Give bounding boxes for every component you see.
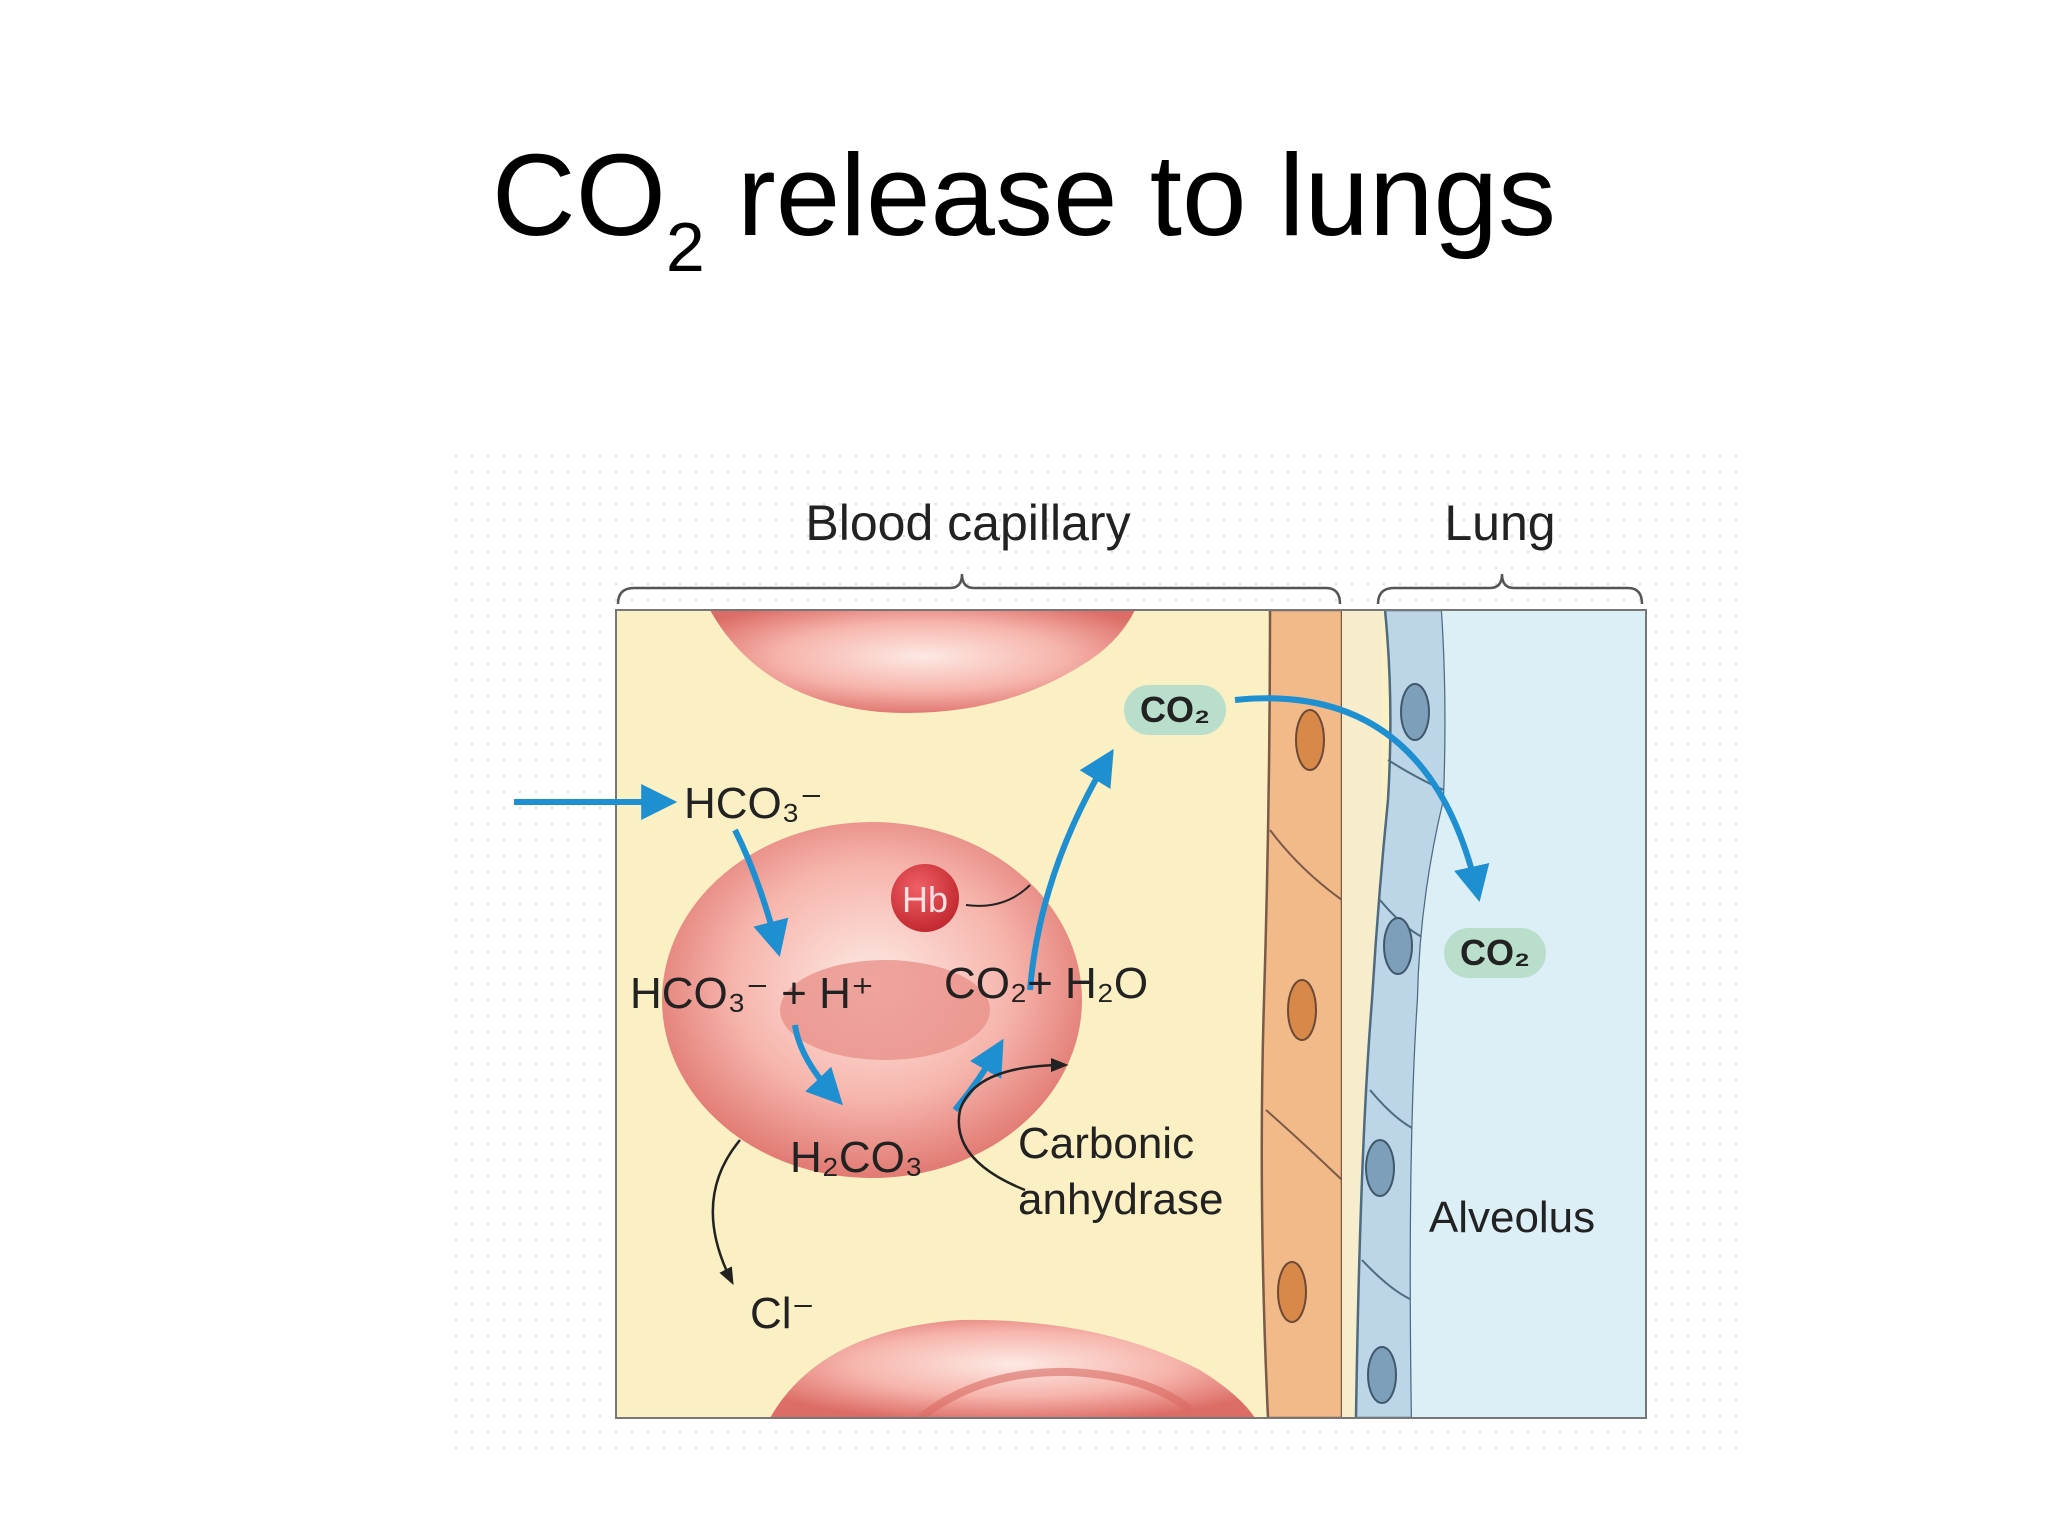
alveolar-nucleus-3 [1365, 1139, 1395, 1197]
capillary-nucleus-1 [1295, 709, 1325, 771]
arrow-hco3-into-cell [732, 828, 789, 957]
capillary-wall-joint-2 [1265, 1109, 1343, 1181]
red-blood-cell-top [710, 610, 1135, 713]
alveolar-nucleus-1 [1400, 683, 1430, 741]
arrow-chloride-shift [711, 1139, 741, 1286]
label-anhydrase: anhydrase [1018, 1175, 1223, 1224]
alveolar-wall-joint-3 [1369, 1089, 1417, 1131]
label-co2-capillary: CO₂ [1140, 689, 1210, 730]
alveolar-wall-joint-4 [1361, 1259, 1413, 1301]
rbc-center-pallor [780, 960, 990, 1060]
brace-lung [1376, 573, 1644, 605]
slide-title: CO2 release to lungs [0, 120, 2048, 286]
arrow-co2-to-alveolus [1234, 695, 1490, 903]
hemoglobin-circle [891, 864, 959, 932]
label-h2co3: H₂CO₃ [790, 1133, 923, 1182]
title-subscript: 2 [665, 208, 705, 286]
alveolar-nucleus-2 [1383, 917, 1413, 975]
label-reaction-left: HCO₃⁻ + H⁺ [630, 969, 874, 1018]
label-hco3-inflow: HCO₃⁻ [684, 779, 823, 828]
label-chloride: Cl⁻ [750, 1289, 815, 1338]
brace-blood-capillary [616, 573, 1342, 605]
label-alveolus: Alveolus [1429, 1193, 1595, 1242]
alveolar-nucleus-4 [1367, 1346, 1397, 1404]
panel-border [615, 609, 1647, 1419]
title-rest: release to lungs [704, 130, 1557, 260]
title-main: CO [491, 130, 666, 260]
label-hemoglobin: Hb [902, 879, 948, 920]
rbc-bottom-inner [917, 1367, 1193, 1418]
label-blood-capillary: Blood capillary [805, 495, 1130, 551]
capillary-nucleus-2 [1287, 979, 1317, 1041]
hemoglobin-link [965, 884, 1031, 907]
arrow-carbonic-anhydrase [957, 1058, 1069, 1192]
label-co2-alveolus: CO₂ [1460, 932, 1530, 973]
arrow-to-h2co3 [792, 1024, 843, 1106]
label-lung: Lung [1444, 495, 1555, 551]
capillary-wall-joint-1 [1269, 829, 1343, 901]
red-blood-cell-bottom [770, 1319, 1255, 1418]
capillary-nucleus-3 [1277, 1261, 1307, 1323]
label-reaction-right: CO₂+ H₂O [944, 959, 1148, 1008]
co2-badge-alveolus [1444, 928, 1546, 978]
co2-badge-capillary [1124, 685, 1226, 735]
alveolus-space [1410, 610, 1646, 1418]
arrow-co2-out-of-cell [1027, 748, 1114, 991]
label-carbonic: Carbonic [1018, 1119, 1194, 1168]
arrow-to-co2-h2o [952, 1038, 1004, 1112]
